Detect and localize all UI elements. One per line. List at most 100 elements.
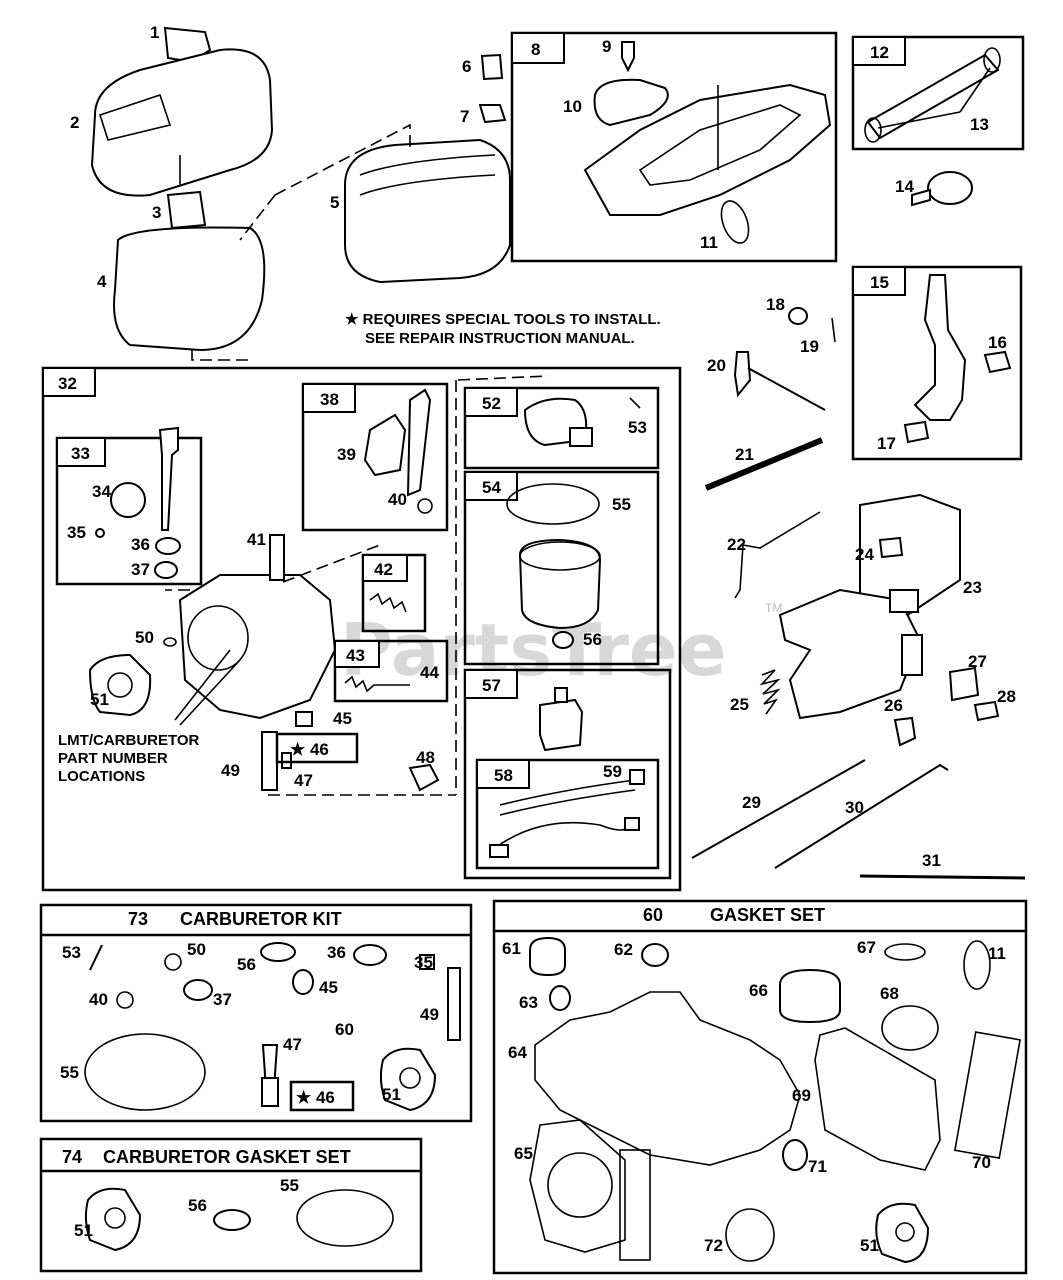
control-bracket: [778, 493, 961, 720]
callout-29: 29: [742, 793, 761, 812]
kit-74-callout-55: 55: [280, 1176, 299, 1195]
box-43: [333, 639, 449, 703]
box-12-tab: [852, 36, 906, 66]
callout-27: 27: [968, 652, 987, 671]
box-8: [510, 31, 838, 263]
callout-48: 48: [416, 748, 435, 767]
idle-screw-spring: [369, 592, 407, 613]
callout-14: 14: [895, 177, 914, 196]
carburetor-body: [88, 534, 440, 792]
callout-13: 13: [970, 115, 989, 134]
lmt-label-line2: PART NUMBER: [58, 750, 168, 767]
box-number-12: 12: [870, 43, 889, 62]
kit-73-callout-46-box: [289, 1080, 355, 1112]
kit-60-callout-62: 62: [614, 940, 633, 959]
box-52-tab: [464, 387, 518, 417]
kit-73-callout-40: 40: [89, 990, 108, 1009]
kit-73-callout-56: 56: [237, 955, 256, 974]
box-12: [851, 35, 1025, 151]
kit-73-callout-45: 45: [319, 978, 338, 997]
box-number-57: 57: [482, 676, 501, 695]
trademark: TM: [765, 601, 782, 615]
callout-9: 9: [602, 37, 611, 56]
lmt-label-line3: LOCATIONS: [58, 768, 145, 785]
box-58-tab: [476, 759, 530, 789]
choke-parts: [95, 426, 181, 579]
callout-56: 56: [583, 630, 602, 649]
wire-harness: [489, 769, 645, 858]
box-57-tab: [464, 669, 518, 699]
box-58: [475, 758, 660, 870]
special-tools-note-line1: ★ REQUIRES SPECIAL TOOLS TO INSTALL.: [345, 311, 661, 328]
fuel-bowl-clamp: [523, 397, 641, 447]
callout-6: 6: [462, 57, 471, 76]
kit-73-callout-47: 47: [283, 1035, 302, 1054]
box-73-carburetor-kit: [39, 903, 473, 1123]
kit-73-callout-49: 49: [420, 1005, 439, 1024]
kit-73-title: CARBURETOR KIT: [180, 909, 342, 929]
callout-23: 23: [963, 578, 982, 597]
box-number-32: 32: [58, 374, 77, 393]
callout-28: 28: [997, 687, 1016, 706]
callout-49: 49: [221, 761, 240, 780]
kit-60-callout-68: 68: [880, 984, 899, 1003]
breather-tube: [864, 47, 1001, 143]
link-rods: [691, 759, 1026, 880]
kit-60-callout-70: 70: [972, 1153, 991, 1172]
screw-28: [973, 700, 1000, 722]
callout-26: 26: [884, 696, 903, 715]
kit-60-callout-65: 65: [514, 1144, 533, 1163]
kit-73-parts: [84, 942, 461, 1112]
box-42-tab: [362, 554, 408, 582]
box-number-42: 42: [374, 560, 393, 579]
callout-10: 10: [563, 97, 582, 116]
callout-24: 24: [855, 545, 874, 564]
box-number-15: 15: [870, 273, 889, 292]
box-33: [55, 436, 203, 586]
special-tools-note-line2: SEE REPAIR INSTRUCTION MANUAL.: [365, 330, 635, 347]
callout-35: 35: [67, 523, 86, 542]
callout-1: 1: [150, 23, 159, 42]
box-number-54: 54: [482, 478, 501, 497]
callout-55: 55: [612, 495, 631, 514]
callout-25: 25: [730, 695, 749, 714]
kit-73-callout-55: 55: [60, 1063, 79, 1082]
kit-73-callout-60: 60: [335, 1020, 354, 1039]
callout-37: 37: [131, 560, 150, 579]
callout-40: 40: [388, 490, 407, 509]
box-number-52: 52: [482, 394, 501, 413]
callout-45: 45: [333, 709, 352, 728]
callout-53: 53: [628, 418, 647, 437]
callout-2: 2: [70, 113, 79, 132]
kit-60-number: 60: [643, 905, 663, 925]
callout-19: 19: [800, 337, 819, 356]
callout-22: 22: [727, 535, 746, 554]
kit-60-callout-64: 64: [508, 1043, 527, 1062]
box-38: [301, 382, 449, 532]
mixture-screw: [344, 675, 410, 693]
assembly-dash-lines: [165, 375, 549, 796]
fuel-bowl: [506, 483, 602, 649]
kit-74-callout-56: 56: [188, 1196, 207, 1215]
callout-47: 47: [294, 771, 313, 790]
box-number-33: 33: [71, 444, 90, 463]
callout-39: 39: [337, 445, 356, 464]
kit-74-callout-51: 51: [74, 1221, 93, 1240]
kit-60-callout-71: 71: [808, 1157, 827, 1176]
kit-73-number: 73: [128, 909, 148, 929]
air-cleaner-cover-assembly: [90, 26, 511, 361]
callout-20: 20: [707, 356, 726, 375]
kit-60-callout-63: 63: [519, 993, 538, 1012]
box-33-tab: [56, 437, 106, 467]
kit-60-callout-11: 11: [988, 944, 1006, 963]
throttle-parts: [363, 388, 433, 514]
kit-73-callout-36: 36: [327, 943, 346, 962]
kit-60-callout-51: 51: [860, 1236, 879, 1255]
air-cleaner-base: [583, 41, 832, 244]
kit-60-title: GASKET SET: [710, 905, 825, 925]
box-60-gasket-set: [492, 899, 1028, 1275]
kit-60-callout-69: 69: [792, 1086, 811, 1105]
callout-21: 21: [735, 445, 754, 464]
kit-60-parts: [529, 936, 1021, 1264]
